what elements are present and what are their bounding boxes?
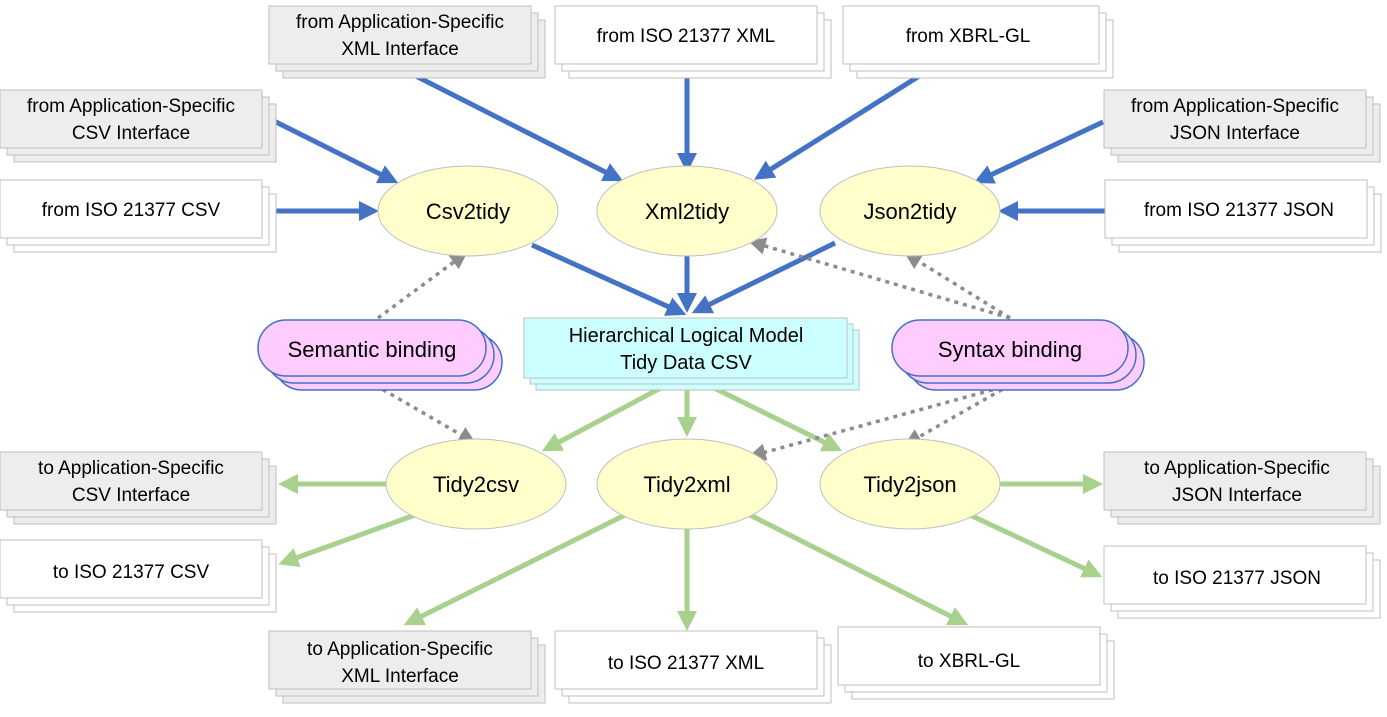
converter-tidy2json-label: Tidy2json bbox=[863, 472, 956, 497]
output-xbrl-gl-label: to XBRL-GL bbox=[918, 651, 1020, 672]
semantic-binding-label: Semantic binding bbox=[288, 337, 457, 362]
input-iso-csv-label: from ISO 21377 CSV bbox=[42, 200, 221, 221]
input-xbrl-gl-label: from XBRL-GL bbox=[906, 26, 1031, 47]
input-box-iso-xml: from ISO 21377 XML bbox=[554, 5, 832, 79]
arrow-model-to-tidy2json bbox=[700, 379, 843, 452]
output-iso-csv-label: to ISO 21377 CSV bbox=[53, 562, 210, 583]
input-box-app-json: from Application-Specific JSON Interface bbox=[1103, 89, 1381, 163]
input-arrows bbox=[270, 65, 1105, 316]
input-app-xml-line1: from Application-Specific bbox=[296, 12, 504, 33]
output-box-app-csv: to Application-Specific CSV Interface bbox=[0, 451, 277, 525]
converter-json2tidy: Json2tidy bbox=[819, 165, 1001, 257]
arrow-json2tidy-to-model bbox=[691, 240, 837, 314]
input-app-json-line1: from Application-Specific bbox=[1131, 96, 1339, 117]
syntax-binding: Syntax binding bbox=[891, 319, 1145, 391]
converter-json2tidy-label: Json2tidy bbox=[864, 199, 957, 224]
input-app-json-line2: JSON Interface bbox=[1170, 123, 1300, 144]
output-app-xml-line1: to Application-Specific bbox=[307, 639, 493, 660]
arrow-tidy2csv-to-iso-csv bbox=[278, 512, 416, 567]
converter-tidy2xml: Tidy2xml bbox=[596, 438, 778, 530]
tidy-data-model: Hierarchical Logical Model Tidy Data CSV bbox=[523, 317, 860, 391]
input-iso-xml-label: from ISO 21377 XML bbox=[597, 26, 775, 47]
converter-tidy2json: Tidy2json bbox=[819, 438, 1001, 530]
converter-xml2tidy: Xml2tidy bbox=[596, 165, 778, 257]
arrow-tidy2xml-to-xbrl bbox=[748, 512, 969, 626]
output-box-app-xml: to Application-Specific XML Interface bbox=[268, 630, 546, 704]
output-app-csv-line1: to Application-Specific bbox=[38, 458, 224, 479]
output-iso-xml-label: to ISO 21377 XML bbox=[608, 653, 764, 674]
converter-csv2tidy-label: Csv2tidy bbox=[426, 199, 510, 224]
arrow-syntax-to-json2tidy bbox=[904, 252, 1011, 320]
input-box-xbrl-gl: from XBRL-GL bbox=[842, 5, 1114, 79]
converter-tidy2csv-label: Tidy2csv bbox=[433, 472, 519, 497]
input-box-iso-json: from ISO 21377 JSON bbox=[1104, 179, 1382, 253]
semantic-binding: Semantic binding bbox=[257, 319, 503, 391]
arrow-syntax-to-tidy2json bbox=[903, 383, 1011, 446]
converter-csv2tidy: Csv2tidy bbox=[377, 165, 559, 257]
arrow-semantic-to-tidy2csv bbox=[374, 383, 477, 444]
input-box-iso-csv: from ISO 21377 CSV bbox=[0, 179, 277, 253]
converter-xml2tidy-label: Xml2tidy bbox=[645, 199, 729, 224]
input-box-app-csv: from Application-Specific CSV Interface bbox=[0, 89, 277, 163]
input-app-csv-line1: from Application-Specific bbox=[27, 96, 235, 117]
binding-arrows bbox=[374, 237, 1011, 461]
input-box-app-xml: from Application-Specific XML Interface bbox=[268, 5, 546, 79]
output-box-xbrl-gl: to XBRL-GL bbox=[837, 626, 1115, 700]
output-box-iso-csv: to ISO 21377 CSV bbox=[0, 539, 277, 613]
output-box-app-json: to Application-Specific JSON Interface bbox=[1103, 451, 1381, 525]
input-app-xml-line2: XML Interface bbox=[341, 39, 459, 60]
arrow-csv2tidy-to-model bbox=[530, 242, 687, 316]
output-app-csv-line2: CSV Interface bbox=[72, 485, 190, 506]
arrow-app-csv-to-csv2tidy bbox=[270, 117, 399, 184]
arrow-xbrl-to-xml2tidy bbox=[754, 65, 934, 180]
arrow-app-xml-to-xml2tidy bbox=[398, 65, 624, 182]
model-title-line1: Hierarchical Logical Model bbox=[569, 325, 804, 347]
output-app-xml-line2: XML Interface bbox=[341, 666, 459, 687]
converter-tidy2xml-label: Tidy2xml bbox=[643, 472, 730, 497]
arrow-tidy2json-to-iso-json bbox=[968, 512, 1103, 578]
arrow-app-json-to-json2tidy bbox=[973, 119, 1105, 184]
input-iso-json-label: from ISO 21377 JSON bbox=[1144, 200, 1334, 221]
arrow-tidy2xml-to-app-xml bbox=[403, 512, 627, 626]
arrow-semantic-to-csv2tidy bbox=[376, 251, 468, 320]
output-box-iso-json: to ISO 21377 JSON bbox=[1103, 545, 1381, 619]
output-iso-json-label: to ISO 21377 JSON bbox=[1153, 568, 1321, 589]
output-app-json-line1: to Application-Specific bbox=[1144, 458, 1330, 479]
input-app-csv-line2: CSV Interface bbox=[72, 123, 190, 144]
arrow-model-to-tidy2csv bbox=[541, 379, 674, 452]
output-box-iso-xml: to ISO 21377 XML bbox=[554, 630, 832, 704]
syntax-binding-label: Syntax binding bbox=[938, 337, 1082, 362]
output-app-json-line2: JSON Interface bbox=[1172, 485, 1302, 506]
model-title-line2: Tidy Data CSV bbox=[620, 352, 752, 374]
converter-tidy2csv: Tidy2csv bbox=[385, 438, 567, 530]
